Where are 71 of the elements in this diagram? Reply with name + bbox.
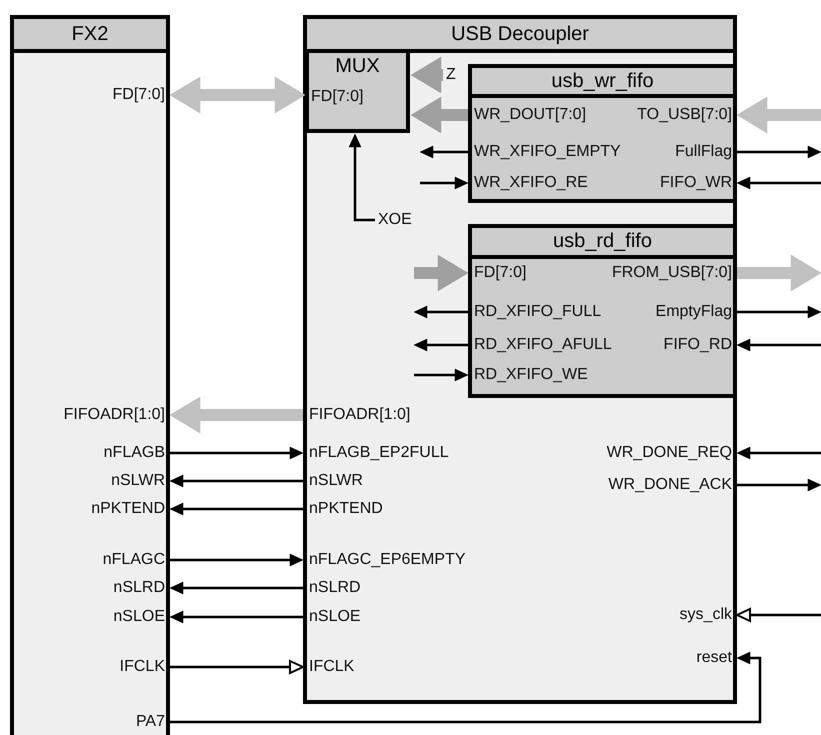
block-title: FX2 — [14, 19, 166, 53]
port-label: FD[7:0] — [112, 86, 165, 104]
signal-arrow — [736, 446, 821, 460]
port-label: nFLAGB — [104, 444, 165, 462]
port-label: PA7 — [136, 713, 165, 731]
signal-arrow — [737, 306, 821, 318]
signal-arrow — [170, 502, 303, 516]
signal-arrow — [170, 610, 303, 624]
signal-arrow — [420, 146, 468, 158]
port-label: nSLWR — [309, 472, 363, 490]
port-label: EmptyFlag — [656, 303, 732, 321]
bus-arrow — [414, 254, 468, 292]
port-label: TO_USB[7:0] — [637, 106, 732, 124]
bus-arrow — [410, 96, 468, 134]
signal-label: XOE — [378, 211, 412, 229]
signal-arrow — [737, 146, 821, 158]
signal-arrow — [420, 176, 468, 190]
port-label: IFCLK — [120, 658, 165, 676]
signal-arrow — [170, 446, 304, 460]
signal-arrow — [170, 554, 304, 566]
port-label: sys_clk — [680, 606, 732, 624]
signal-arrow — [414, 306, 468, 318]
port-label: IFCLK — [309, 658, 354, 676]
port-label: FROM_USB[7:0] — [612, 264, 732, 282]
port-label: nFLAGC — [102, 551, 165, 569]
port-label: RD_XFIFO_AFULL — [474, 336, 612, 354]
port-label: nSLRD — [309, 579, 361, 597]
bus-arrow — [410, 56, 443, 94]
signal-arrow — [170, 474, 303, 488]
signal-arrow — [737, 478, 821, 492]
port-label: WR_DONE_ACK — [608, 476, 732, 494]
signal-arrow — [414, 368, 468, 382]
port-label: FD[7:0] — [311, 88, 364, 106]
module-block — [303, 15, 737, 704]
bus-arrow — [737, 254, 821, 292]
port-label: FIFO_RD — [664, 336, 732, 354]
port-label: FD[7:0] — [474, 264, 526, 282]
signal-arrow — [170, 582, 303, 594]
port-label: nPKTEND — [91, 500, 165, 518]
port-label: nFLAGC_EP6EMPTY — [309, 551, 466, 569]
port-label: FIFOADR[1:0] — [64, 406, 165, 424]
signal-arrow — [736, 338, 821, 352]
port-label: WR_XFIFO_RE — [474, 174, 588, 192]
port-label: FullFlag — [675, 143, 732, 161]
port-label: WR_DOUT[7:0] — [474, 106, 586, 124]
bus-arrow — [736, 96, 821, 134]
signal-arrow — [348, 134, 375, 222]
port-label: reset — [696, 649, 732, 667]
port-label: nSLWR — [111, 472, 165, 490]
bus-arrow — [170, 396, 303, 434]
signal-arrow — [170, 652, 762, 724]
port-label: nPKTEND — [309, 500, 383, 518]
block-title: USB Decoupler — [307, 19, 733, 53]
port-label: nSLOE — [113, 608, 165, 626]
signal-arrow — [736, 608, 821, 622]
port-label: nSLOE — [309, 608, 361, 626]
port-label: WR_DONE_REQ — [606, 444, 732, 462]
port-label: RD_XFIFO_FULL — [474, 303, 602, 321]
signal-label: Z — [446, 66, 456, 84]
port-label: nSLRD — [113, 579, 165, 597]
block-title: MUX — [334, 54, 381, 79]
port-label: nFLAGB_EP2FULL — [309, 444, 449, 462]
port-label: FIFOADR[1:0] — [309, 406, 410, 424]
chip-block — [10, 15, 170, 735]
bus-arrow — [170, 76, 306, 114]
port-label: WR_XFIFO_EMPTY — [474, 143, 621, 161]
port-label: FIFO_WR — [660, 174, 732, 192]
signal-arrow — [736, 176, 821, 190]
signal-arrow — [170, 660, 304, 674]
signal-arrow — [414, 338, 468, 352]
port-label: RD_XFIFO_WE — [474, 366, 588, 384]
